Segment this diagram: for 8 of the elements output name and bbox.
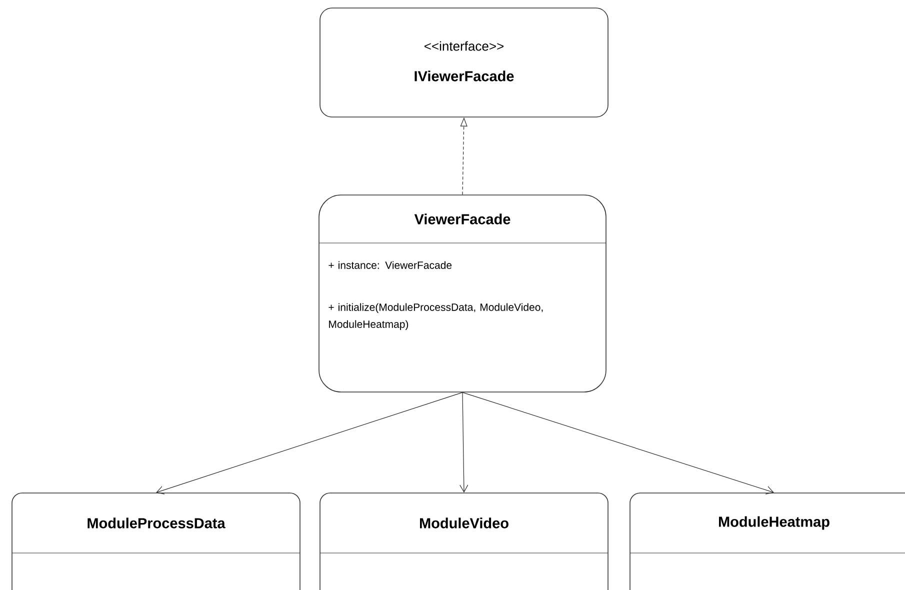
interface-box: <<interface>> IViewerFacade [320, 8, 608, 118]
class-box: ModuleHeatmap [630, 492, 905, 590]
class-box: ViewerFacade + instance: ViewerFacade + initialize(ModuleProcessData, ModuleVideo, ModuleHeatmap) [318, 194, 606, 392]
arrow [156, 392, 463, 494]
class-box: ModuleProcessData [12, 492, 300, 590]
arrow [460, 392, 468, 493]
class-box: ModuleVideo [320, 492, 608, 590]
arrow [462, 392, 774, 494]
